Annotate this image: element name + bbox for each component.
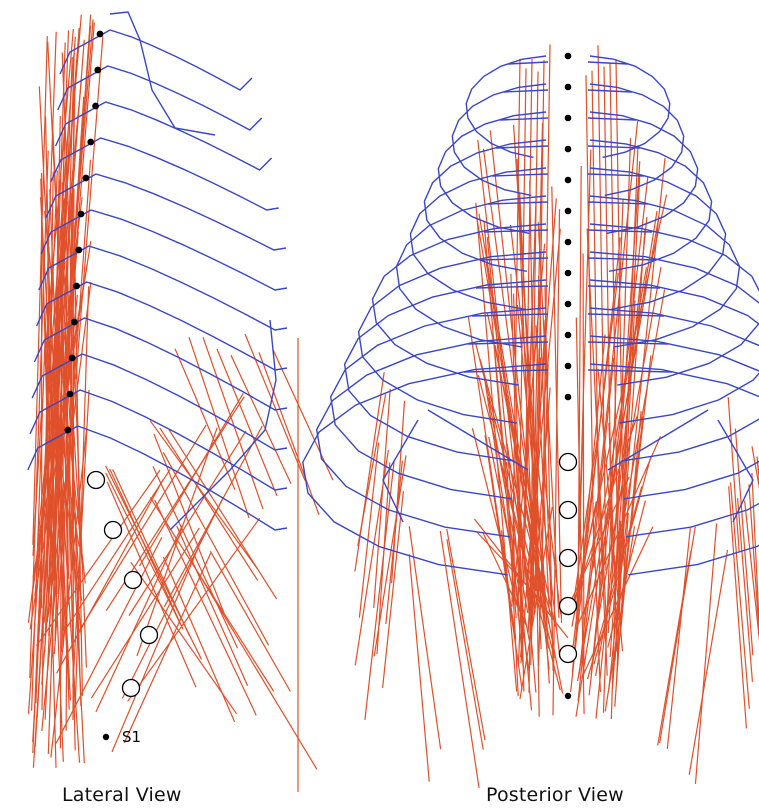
lateral-lumbar-vertebra <box>105 522 122 539</box>
posterior-erector-fiber <box>468 317 515 640</box>
posterior-lumbar-vertebra <box>560 646 577 663</box>
posterior-rib-neck <box>588 258 656 260</box>
posterior-rib-neck <box>588 230 652 232</box>
posterior-thoracic-vertebra <box>565 53 572 60</box>
lateral-thoracic-vertebra <box>94 67 101 74</box>
lateral-view-caption: Lateral View <box>62 784 182 806</box>
posterior-rib-neck <box>588 342 668 344</box>
posterior-rib-neck <box>472 314 548 316</box>
lateral-rib <box>78 174 286 250</box>
lateral-oblique-fiber <box>137 428 217 656</box>
posterior-lower-fiber <box>447 529 485 740</box>
posterior-view-panel <box>303 44 759 788</box>
posterior-rib-neck <box>480 258 548 260</box>
posterior-rib-neck <box>588 202 648 204</box>
posterior-sacrum-marker <box>565 693 571 699</box>
lateral-view-panel: S1 <box>28 12 333 792</box>
lateral-rib <box>64 354 287 450</box>
lateral-upper-curve <box>110 12 215 135</box>
posterior-thoracic-vertebra <box>565 270 572 277</box>
lateral-intercostal-fiber <box>245 334 305 480</box>
s1-vertebra-marker <box>103 734 109 740</box>
lateral-thoracic-vertebra <box>75 247 82 254</box>
lateral-rib <box>92 30 252 90</box>
posterior-thoracic-vertebra <box>565 177 572 184</box>
lateral-intercostal-fiber <box>203 337 263 509</box>
lateral-oblique-fiber <box>79 425 206 630</box>
posterior-thoracic-vertebra <box>565 84 572 91</box>
posterior-lumbar-vertebra <box>560 502 577 519</box>
posterior-thoracic-vertebra <box>565 146 572 153</box>
posterior-lumbar-vertebra <box>560 598 577 615</box>
posterior-lower-fiber <box>689 550 727 775</box>
lateral-thoracic-vertebra <box>97 31 104 38</box>
posterior-lumbar-vertebra <box>560 550 577 567</box>
s1-label: S1 <box>122 728 141 746</box>
posterior-thoracic-vertebra <box>565 208 572 215</box>
posterior-rib <box>359 252 546 423</box>
lateral-oblique-fiber <box>106 473 181 625</box>
posterior-rib-neck <box>588 174 644 176</box>
lateral-thoracic-vertebra <box>67 391 74 398</box>
posterior-lower-rib-edge <box>383 420 418 522</box>
posterior-lower-fiber <box>660 527 696 743</box>
lateral-thoracic-vertebra <box>87 139 94 146</box>
lateral-thoracic-vertebra <box>73 283 80 290</box>
lateral-rib <box>88 102 272 170</box>
posterior-thoracic-vertebra <box>565 115 572 122</box>
lateral-oblique-fiber <box>163 557 234 722</box>
posterior-thoracic-vertebra <box>565 363 572 370</box>
lateral-lumbar-vertebra <box>123 680 140 697</box>
lateral-lumbar-vertebra <box>88 472 105 489</box>
lateral-thoracic-vertebra <box>82 175 89 182</box>
lateral-thoracic-vertebra <box>78 211 85 218</box>
posterior-rib-neck <box>492 174 548 176</box>
posterior-thoracic-vertebra <box>565 394 572 401</box>
lateral-oblique-fiber <box>196 569 317 769</box>
lateral-thoracic-vertebra <box>64 427 71 434</box>
lateral-thoracic-vertebra <box>69 355 76 362</box>
posterior-vertebrae <box>560 53 577 700</box>
posterior-rib-neck <box>588 370 672 372</box>
lateral-thoracic-vertebra <box>92 103 99 110</box>
lateral-lumbar-vertebra <box>125 572 142 589</box>
lateral-oblique-fiber <box>210 551 290 691</box>
lateral-intercostal-fiber <box>189 337 249 518</box>
posterior-rib-neck <box>488 202 548 204</box>
lateral-rib <box>66 318 287 410</box>
posterior-thoracic-vertebra <box>565 239 572 246</box>
lateral-rib <box>73 210 287 290</box>
posterior-thoracic-vertebra <box>565 301 572 308</box>
posterior-rib-neck <box>476 286 548 288</box>
lateral-rib <box>83 138 279 210</box>
lateral-rib <box>90 66 262 130</box>
posterior-rib-neck <box>588 286 660 288</box>
posterior-lower-fiber <box>409 554 429 782</box>
posterior-view-caption: Posterior View <box>486 784 624 806</box>
lateral-lumbar-vertebra <box>141 627 158 644</box>
lateral-thoracic-vertebra <box>71 319 78 326</box>
posterior-thoracic-vertebra <box>565 332 572 339</box>
posterior-lumbar-vertebra <box>560 454 577 471</box>
posterior-lower-fiber <box>667 528 690 749</box>
